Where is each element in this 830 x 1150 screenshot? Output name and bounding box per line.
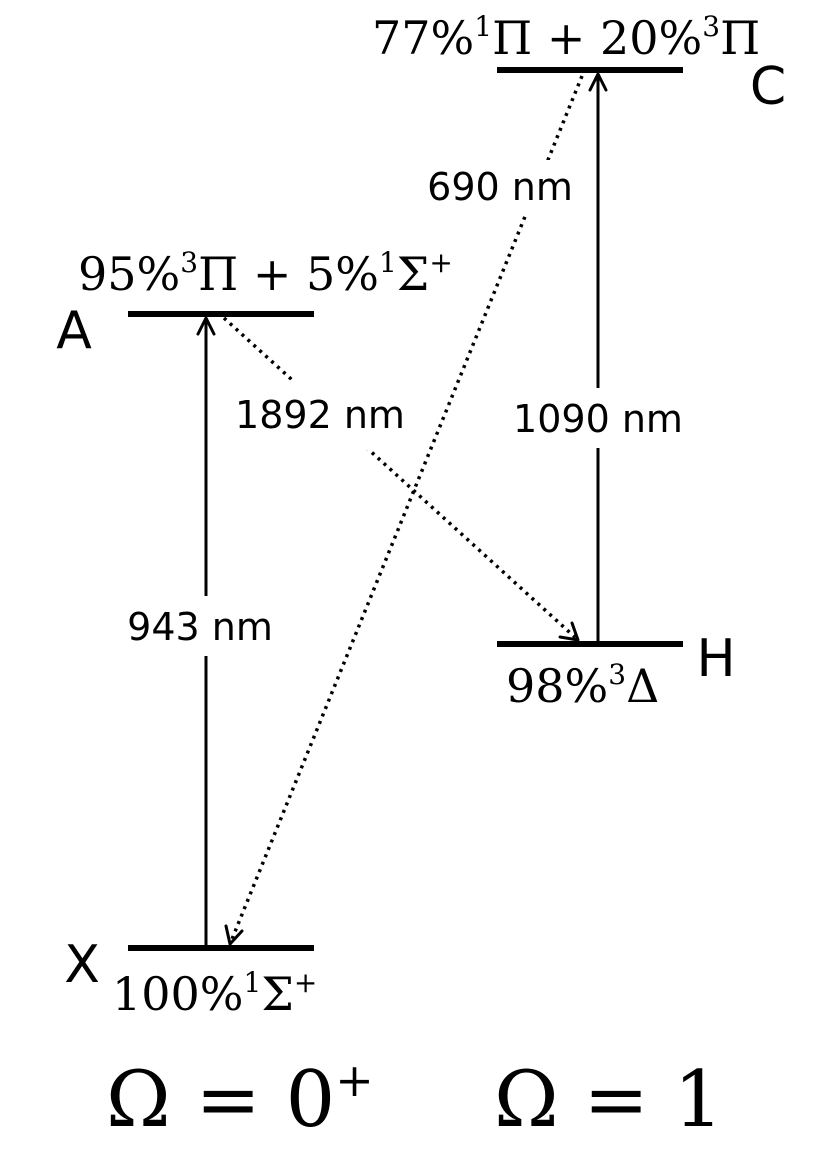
composition-A: 95%3Π + 5%1Σ+ bbox=[78, 246, 453, 301]
transition-A-H bbox=[222, 316, 580, 642]
omega-label-left: Ω = 0+ bbox=[106, 1053, 374, 1145]
wavelength-label-690: 690 nm bbox=[427, 165, 573, 209]
state-label-X: X bbox=[64, 935, 100, 995]
wavelength-label-943: 943 nm bbox=[127, 605, 273, 649]
composition-C: 77%1Π + 20%3Π bbox=[372, 10, 760, 65]
transition-C-X bbox=[224, 75, 584, 946]
omega-label-right: Ω = 1 bbox=[494, 1055, 723, 1145]
composition-X: 100%1Σ+ bbox=[112, 966, 317, 1021]
state-label-H: H bbox=[696, 629, 735, 689]
wavelength-label-1892: 1892 nm bbox=[235, 393, 405, 437]
state-label-C: C bbox=[750, 57, 786, 117]
composition-H: 98%3Δ bbox=[506, 658, 659, 713]
state-label-A: A bbox=[56, 301, 92, 361]
wavelength-label-1090: 1090 nm bbox=[513, 397, 683, 441]
transition-H-C bbox=[588, 72, 608, 642]
